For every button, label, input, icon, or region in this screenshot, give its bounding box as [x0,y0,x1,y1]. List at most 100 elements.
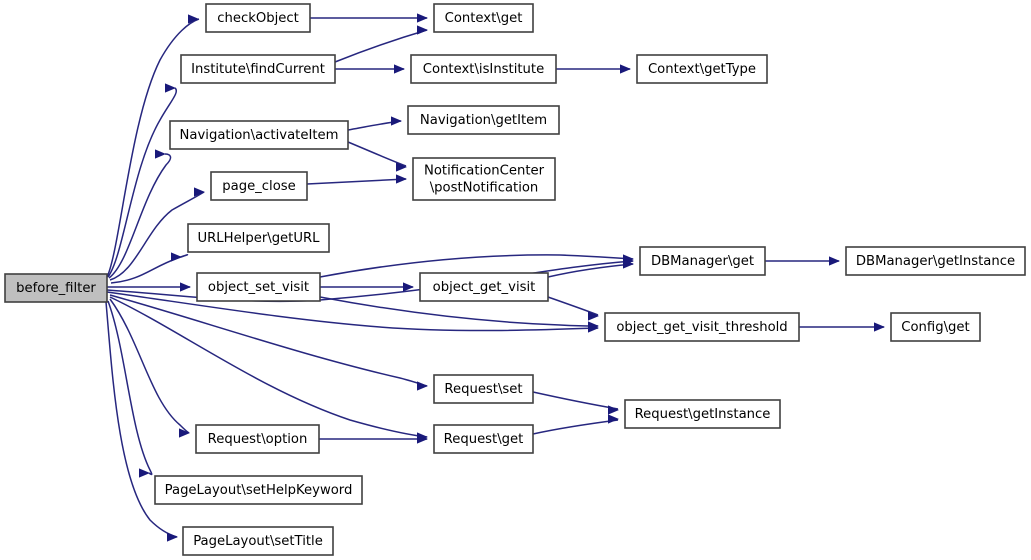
node-label: Context\getType [648,62,756,77]
node-label: object_get_visit_threshold [616,320,787,335]
node-box[interactable] [624,399,781,429]
arrow-head-icon [155,149,166,159]
arrow-head-icon [417,25,428,35]
node-context_isInstitute[interactable]: Context\isInstitute [410,54,557,84]
arrow-head-icon [588,321,599,331]
node-pagelayout_setTitle[interactable]: PageLayout\setTitle [182,526,334,556]
edge-dbmanager_get-to-dbmanager_getInstance [765,256,840,266]
node-context_get[interactable]: Context\get [433,3,534,33]
node-box[interactable] [604,312,800,342]
node-label: Navigation\getItem [420,113,547,128]
arrow-head-icon [139,468,150,478]
node-box[interactable] [845,246,1026,276]
node-box[interactable] [636,54,768,84]
node-dbmanager_getInstance[interactable]: DBManager\getInstance [845,246,1026,276]
node-box[interactable] [182,526,334,556]
edge-line [547,296,599,316]
edge-line [108,153,172,279]
node-request_get[interactable]: Request\get [433,424,534,454]
edge-line [109,296,428,438]
edge-navigation_activateItem-to-navigation_getItem [347,116,402,131]
arrow-head-icon [608,405,619,415]
node-box[interactable] [169,120,349,150]
node-object_get_visit[interactable]: object_get_visit [419,272,549,302]
node-urlhelper_getURL[interactable]: URLHelper\getURL [187,223,330,253]
node-request_getInstance[interactable]: Request\getInstance [624,399,781,429]
node-box[interactable] [407,105,560,135]
edge-before_filter-to-request_option [109,298,190,438]
arrow-head-icon [417,13,428,23]
node-object_set_visit[interactable]: object_set_visit [196,272,321,302]
arrow-head-icon [396,174,407,184]
node-label: checkObject [217,11,299,26]
node-box[interactable] [419,272,549,302]
node-label: Context\isInstitute [423,62,544,77]
arrow-head-icon [403,282,414,292]
node-navigation_getItem[interactable]: Navigation\getItem [407,105,560,135]
node-object_get_visit_threshold[interactable]: object_get_visit_threshold [604,312,800,342]
arrow-head-icon [171,252,182,262]
node-pagelayout_setHelpKeyword[interactable]: PageLayout\setHelpKeyword [154,475,363,505]
edge-page_close-to-notificationcenter_post [306,174,407,185]
node-label: before_filter [16,281,96,296]
node-checkObject[interactable]: checkObject [205,3,311,33]
edge-line [532,419,619,435]
node-label: Context\get [445,11,523,26]
node-notificationcenter_post[interactable]: NotificationCenter\postNotification [412,157,556,201]
node-label: \postNotification [430,181,539,196]
node-box[interactable] [205,3,311,33]
node-dbmanager_get[interactable]: DBManager\get [639,246,766,276]
node-box[interactable] [639,246,766,276]
edge-before_filter-to-navigation_activateItem [108,149,172,279]
edge-before_filter-to-pagelayout_setHelpKeyword [107,300,153,478]
node-box[interactable] [890,312,981,342]
node-box[interactable] [210,171,308,201]
edge-line [347,141,407,167]
edge-object_get_visit-to-object_get_visit_threshold [547,296,599,321]
edge-line [532,391,619,410]
edge-object_set_visit-to-object_get_visit [320,282,414,292]
node-box[interactable] [187,223,330,253]
node-box[interactable] [433,424,534,454]
arrow-head-icon [391,116,402,126]
node-navigation_activateItem[interactable]: Navigation\activateItem [169,120,349,150]
node-label: Config\get [901,320,969,335]
arrow-head-icon [417,381,428,391]
edge-line [319,254,634,278]
node-request_set[interactable]: Request\set [433,374,534,404]
node-box[interactable] [410,54,557,84]
node-box[interactable] [195,424,320,454]
node-label: DBManager\getInstance [856,254,1015,269]
edge-line [107,300,153,476]
node-box[interactable] [433,3,534,33]
arrow-head-icon [623,259,634,269]
edge-line [306,178,407,185]
arrow-head-icon [194,187,205,197]
edge-line [109,298,190,434]
node-context_getType[interactable]: Context\getType [636,54,768,84]
node-request_option[interactable]: Request\option [195,424,320,454]
edge-checkObject-to-context_get [310,13,428,23]
node-box[interactable] [412,157,556,201]
edge-object_get_visit_threshold-to-config_get [799,322,885,332]
node-institute_findCurrent[interactable]: Institute\findCurrent [180,54,336,84]
node-box[interactable] [196,272,321,302]
node-label: URLHelper\getURL [197,231,320,246]
node-before_filter[interactable]: before_filter [4,273,108,303]
node-box[interactable] [154,475,363,505]
node-label: DBManager\get [651,254,754,269]
edge-institute_findCurrent-to-context_isInstitute [335,64,405,74]
node-box[interactable] [180,54,336,84]
edge-before_filter-to-pagelayout_setTitle [105,301,178,542]
arrow-head-icon [874,322,885,332]
arrow-head-icon [620,64,631,74]
edge-institute_findCurrent-to-context_get [334,25,428,63]
edge-request_set-to-request_getInstance [532,391,619,415]
node-label: PageLayout\setTitle [193,534,323,549]
edge-object_set_visit-to-object_get_visit_threshold [319,296,599,331]
node-page_close[interactable]: page_close [210,171,308,201]
node-box[interactable] [433,374,534,404]
node-box[interactable] [4,273,108,303]
node-config_get[interactable]: Config\get [890,312,981,342]
